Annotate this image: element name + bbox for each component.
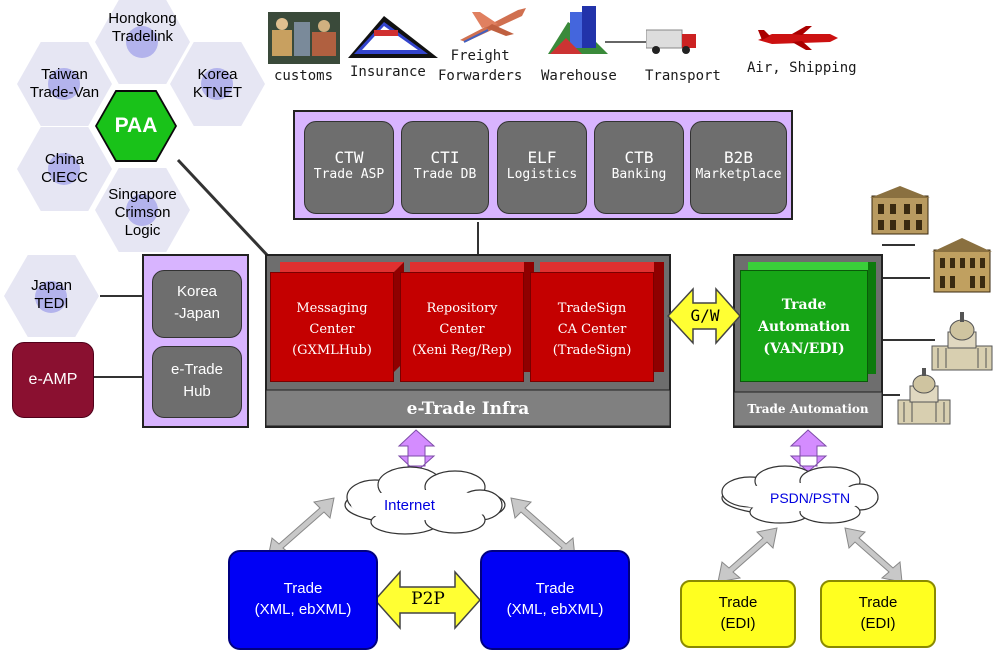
- trade-xml-label-1: Trade (XML, ebXML): [254, 580, 352, 618]
- trade-xml-box-2[interactable]: Trade (XML, ebXML): [480, 550, 630, 650]
- airplane-icon: [460, 8, 526, 43]
- app-elf-code: ELF: [527, 148, 557, 167]
- trade-edi-box-2[interactable]: Trade (EDI): [820, 580, 936, 648]
- app-b2b[interactable]: B2B Marketplace: [690, 121, 787, 214]
- eamp-label: e-AMP: [28, 371, 78, 388]
- eamp-box[interactable]: e-AMP: [12, 342, 94, 418]
- app-ctw-sub: Trade ASP: [313, 167, 385, 182]
- app-ctb[interactable]: CTB Banking: [594, 121, 684, 214]
- label-insurance: Insurance: [350, 64, 426, 80]
- trade-automation-cube-label: Trade Automation (VAN/EDI): [757, 297, 851, 357]
- repository-center-cube[interactable]: Repository Center (Xeni Reg/Rep): [400, 262, 534, 382]
- messaging-center-cube[interactable]: Messaging Center (GXMLHub): [270, 262, 404, 382]
- app-ctw[interactable]: CTW Trade ASP: [304, 121, 394, 214]
- app-ctb-code: CTB: [624, 148, 654, 167]
- tradesign-center-cube[interactable]: TradeSign CA Center (TradeSign): [530, 262, 664, 382]
- capitol-building-icon-2: [897, 368, 951, 425]
- label-freight: Freight Forwarders: [438, 48, 523, 84]
- partner-label-japan: Japan TEDI: [31, 277, 72, 312]
- paa-label: PAA: [97, 92, 175, 160]
- label-air-shipping: Air, Shipping: [747, 60, 857, 76]
- app-b2b-code: B2B: [724, 148, 753, 167]
- app-ctb-sub: Banking: [611, 167, 667, 182]
- messaging-center-label: Messaging Center (GXMLHub): [292, 301, 372, 358]
- warehouse-icon: [548, 6, 608, 54]
- hub-etrade-label: e-Trade Hub: [171, 361, 223, 400]
- gateway-label: G/W: [690, 306, 720, 325]
- trade-xml-box-1[interactable]: Trade (XML, ebXML): [228, 550, 378, 650]
- app-cti-sub: Trade DB: [413, 167, 477, 182]
- cargo-plane-icon: [758, 26, 838, 50]
- partner-label-china: China CIECC: [41, 151, 88, 186]
- truck-icon: [646, 29, 696, 54]
- psdn-cloud-label: PSDN/PSTN: [770, 490, 851, 506]
- partner-label-korea: Korea KTNET: [192, 66, 243, 101]
- app-elf[interactable]: ELF Logistics: [497, 121, 587, 214]
- building-icon-2: [932, 238, 992, 293]
- app-elf-sub: Logistics: [506, 167, 578, 182]
- partner-label-singapore: Singapore Crimson Logic: [108, 186, 177, 239]
- partner-label-hongkong: Hongkong Tradelink: [108, 10, 177, 45]
- hub-korea-japan-label: Korea -Japan: [174, 283, 220, 322]
- trade-automation-label: Trade Automation: [747, 402, 869, 416]
- trade-automation-cube[interactable]: Trade Automation (VAN/EDI): [740, 262, 876, 382]
- capitol-building-icon-1: [931, 312, 993, 371]
- repository-center-label: Repository Center (Xeni Reg/Rep): [412, 301, 512, 358]
- trade-edi-label-2: Trade (EDI): [858, 594, 898, 632]
- internet-cloud-label: Internet: [384, 497, 435, 514]
- tradesign-center-label: TradeSign CA Center (TradeSign): [552, 301, 632, 358]
- building-icon-1: [870, 186, 930, 235]
- app-cti-code: CTI: [430, 148, 460, 167]
- label-customs: customs: [274, 68, 334, 84]
- trade-edi-label-1: Trade (EDI): [718, 594, 758, 632]
- app-ctw-code: CTW: [334, 148, 364, 167]
- trade-xml-label-2: Trade (XML, ebXML): [506, 580, 604, 618]
- app-b2b-sub: Marketplace: [695, 167, 782, 182]
- label-warehouse: Warehouse: [541, 68, 617, 84]
- hub-korea-japan[interactable]: Korea -Japan: [152, 270, 242, 338]
- trade-edi-box-1[interactable]: Trade (EDI): [680, 580, 796, 648]
- label-transport: Transport: [645, 68, 721, 84]
- p2p-label: P2P: [411, 589, 445, 609]
- partner-label-taiwan: Taiwan Trade-Van: [29, 66, 100, 101]
- customs-icon: [268, 12, 340, 64]
- insurance-icon: [348, 16, 438, 58]
- hub-etrade[interactable]: e-Trade Hub: [152, 346, 242, 418]
- etrade-infra-label: e-Trade Infra: [406, 399, 530, 419]
- app-cti[interactable]: CTI Trade DB: [401, 121, 489, 214]
